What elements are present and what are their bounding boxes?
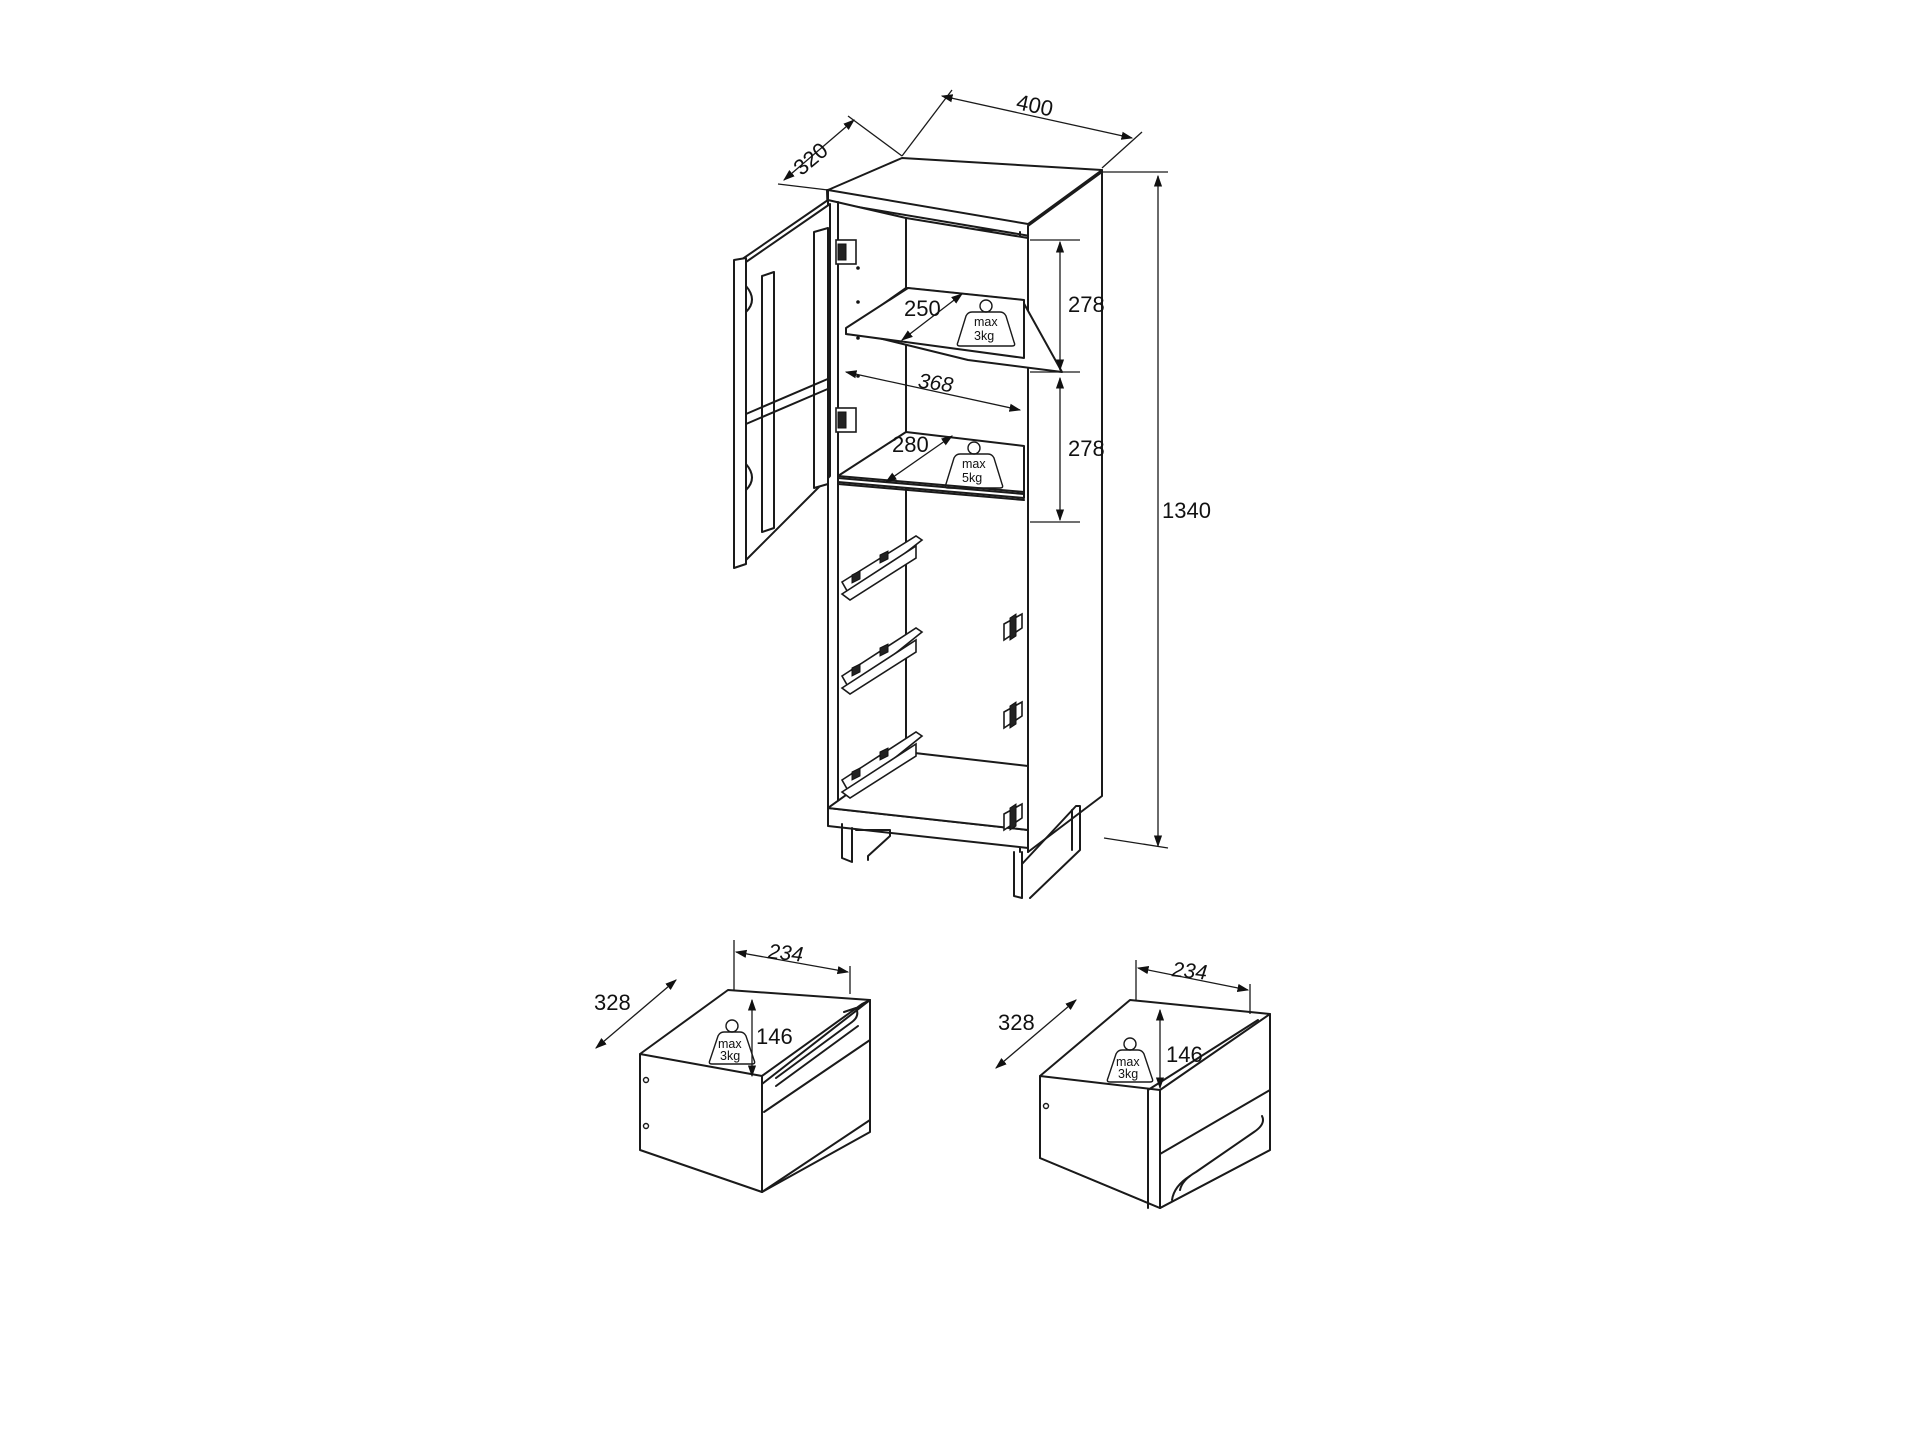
drawer-right-depth-label: 328 <box>998 1010 1035 1035</box>
middle-shelf-load-badge: max 5kg <box>944 441 1004 489</box>
inner-width-label: 368 <box>917 370 955 398</box>
drawer-left-load-line1: max <box>718 1037 742 1051</box>
drawer-right-dimensions: 234 328 146 max 3kg <box>995 958 1251 1090</box>
cabinet-left-side <box>827 199 907 821</box>
door-handle <box>761 271 775 533</box>
drawer-left-width-label: 234 <box>766 940 804 967</box>
upper-compartment-height-label: 278 <box>1068 292 1105 317</box>
height-dimension-label: 1340 <box>1162 498 1211 523</box>
drawer-runners-left <box>840 535 924 799</box>
drawer-left-depth-label: 328 <box>594 990 631 1015</box>
drawer-right-load-line2: 3kg <box>1118 1067 1138 1081</box>
drawer-left <box>639 989 871 1193</box>
cabinet-door-open <box>733 199 831 569</box>
svg-text:max: max <box>974 315 998 329</box>
drawer-left-height-label: 146 <box>756 1024 793 1049</box>
width-dimension-label: 400 <box>1014 89 1055 121</box>
drawer-right-load-line1: max <box>1116 1055 1140 1069</box>
svg-text:5kg: 5kg <box>962 471 982 485</box>
drawer-right-width-label: 234 <box>1170 958 1208 985</box>
drawer-left-load-line2: 3kg <box>720 1049 740 1063</box>
tall-cabinet <box>733 157 1103 899</box>
top-shelf-depth-label: 250 <box>904 296 941 321</box>
svg-text:3kg: 3kg <box>974 329 994 343</box>
lower-compartment-height-label: 278 <box>1068 436 1105 461</box>
middle-shelf-depth-label: 280 <box>892 432 929 457</box>
drawer-right-height-label: 146 <box>1166 1042 1203 1067</box>
drawer-right <box>1039 999 1271 1209</box>
top-shelf-load-badge: max 3kg <box>956 299 1016 347</box>
drawer-runners-right <box>1003 612 1023 832</box>
drawer-left-dimensions: 234 328 146 max 3kg <box>594 940 851 1078</box>
svg-text:max: max <box>962 457 986 471</box>
drawer-right-handle <box>1179 1115 1264 1191</box>
drawer-right-front <box>1039 1075 1161 1209</box>
drawer-left-front <box>639 1053 763 1193</box>
drawer-left-handle <box>775 1007 859 1079</box>
cabinet-legs <box>841 805 1081 899</box>
cabinet-right-side <box>1027 171 1103 853</box>
door-hinges <box>835 239 857 433</box>
cabinet-dimensions: 400 320 1340 278 278 368 250 280 <box>777 89 1211 849</box>
